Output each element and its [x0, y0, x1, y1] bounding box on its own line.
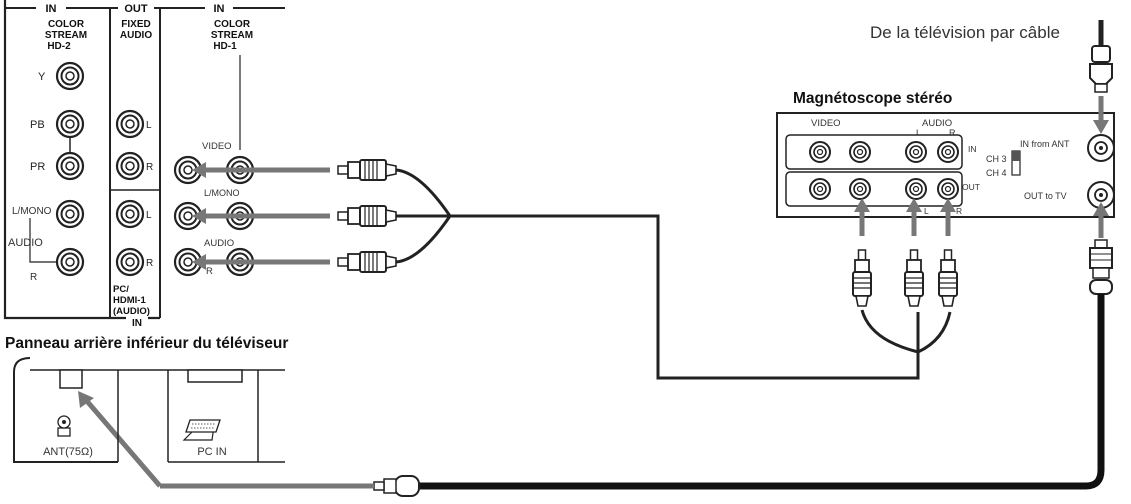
y-label: Y	[38, 71, 46, 83]
hd2-line-2: STREAM	[45, 30, 87, 41]
hd1-line-3: HD-1	[213, 41, 237, 52]
pc-hdmi-line-2: HDMI-1	[113, 295, 146, 306]
hd1-line-2: STREAM	[211, 30, 253, 41]
pr-label: PR	[30, 161, 45, 173]
fixed-audio-r-jack	[115, 151, 145, 181]
fixed-r-label: R	[146, 162, 153, 173]
y-jack	[55, 61, 85, 91]
vcr-ch3-label: CH 3	[986, 154, 1007, 164]
vcr-in-label: IN	[968, 144, 977, 154]
hd1-l-mono-label: L/MONO	[204, 188, 240, 198]
hd1-audio-label: AUDIO	[204, 238, 234, 249]
vcr-l-top-label: L	[916, 128, 921, 138]
tv-rear-panel: IN OUT IN COLOR STREAM HD-2 FIXED AUDIO …	[3, 0, 285, 329]
pc-r-label: R	[146, 258, 153, 269]
pc-hdmi-line-3: (AUDIO)	[113, 306, 150, 317]
vcr-audio-l-out-jack	[905, 178, 927, 200]
pb-label: PB	[30, 119, 45, 131]
vcr-svideo-in-jack	[809, 141, 831, 163]
r-label: R	[30, 272, 37, 283]
vcr-svideo-out-jack	[809, 178, 831, 200]
vcr-l-bottom-label: L	[924, 206, 929, 216]
pc-audio-r-jack	[115, 247, 145, 277]
vcr-audio-r-in-jack	[937, 141, 959, 163]
vcr-video-in-jack	[849, 141, 871, 163]
fixed-l-label: L	[146, 120, 152, 131]
vcr-out-label: OUT	[962, 182, 980, 192]
vcr-r-top-label: R	[949, 128, 956, 138]
vcr-ch4-label: CH 4	[986, 168, 1007, 178]
vcr-audio-l-in-jack	[905, 141, 927, 163]
tv-input-plugs	[192, 159, 397, 273]
header-in-right: IN	[214, 3, 225, 15]
vga-connector-icon	[182, 419, 221, 441]
pc-audio-l-jack	[115, 199, 145, 229]
cable-tv-input: De la télévision par câble	[870, 20, 1113, 134]
audio-r-jack	[55, 247, 85, 277]
video-label: VIDEO	[202, 141, 232, 152]
lower-panel-title: Panneau arrière inférieur du téléviseur	[5, 335, 288, 352]
tv-lower-panel: Panneau arrière inférieur du téléviseur …	[5, 335, 288, 463]
header-out: OUT	[124, 3, 148, 15]
vcr-out-to-tv-label: OUT to TV	[1024, 191, 1067, 201]
ant-label: ANT(75Ω)	[43, 446, 93, 458]
hd2-line-3: HD-2	[47, 41, 71, 52]
audio-l-jack	[55, 199, 85, 229]
av-cable	[395, 168, 952, 380]
stereo-vcr: Magnétoscope stéréo VIDEO AUDIO L R IN O…	[776, 90, 1115, 218]
vcr-in-from-ant-label: IN from ANT	[1020, 139, 1070, 149]
cable-source-label: De la télévision par câble	[870, 23, 1060, 42]
pc-l-label: L	[146, 210, 152, 221]
vcr-audio-label: AUDIO	[922, 118, 952, 129]
vcr-video-out-jack	[849, 178, 871, 200]
vcr-audio-r-out-jack	[937, 178, 959, 200]
pb-jack	[55, 109, 85, 139]
fixed-audio-line-1: FIXED	[121, 19, 150, 30]
header-in-left: IN	[46, 3, 57, 15]
fixed-audio-l-jack	[115, 109, 145, 139]
pr-jack	[55, 151, 85, 181]
fixed-audio-line-2: AUDIO	[120, 30, 152, 41]
pc-hdmi-in-label: IN	[132, 318, 142, 329]
vcr-output-plugs	[852, 198, 958, 307]
vcr-title: Magnétoscope stéréo	[793, 90, 952, 107]
pc-hdmi-line-1: PC/	[113, 284, 129, 295]
hd1-r-label: R	[206, 266, 213, 277]
audio-label: AUDIO	[8, 237, 43, 249]
pc-in-label: PC IN	[197, 446, 226, 458]
l-mono-label: L/MONO	[12, 206, 52, 217]
vcr-r-bottom-label: R	[956, 206, 962, 216]
vcr-to-tv-coax	[78, 202, 1113, 497]
antenna-connector-icon	[57, 415, 71, 437]
hd2-line-1: COLOR	[48, 19, 85, 30]
vcr-video-label: VIDEO	[811, 118, 841, 129]
hd1-line-1: COLOR	[214, 19, 251, 30]
